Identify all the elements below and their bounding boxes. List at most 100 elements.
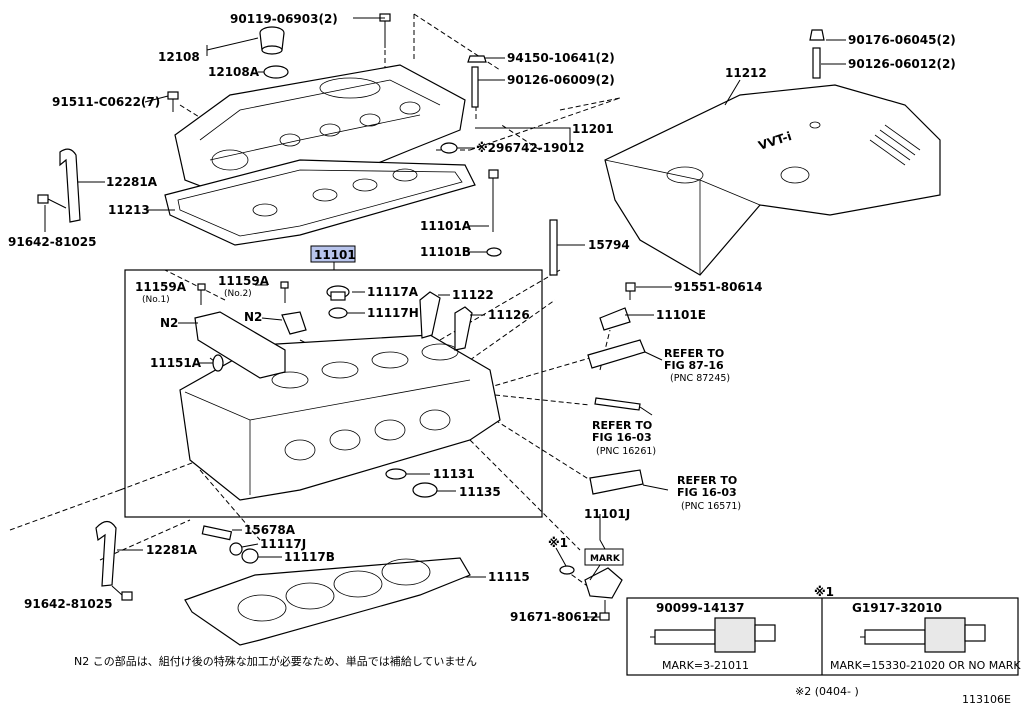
label-90126-06009: 90126-06009(2): [507, 73, 615, 87]
label-11101a: 11101A: [420, 219, 472, 233]
label-note1-marker: ※1: [548, 536, 568, 550]
bolt-91511[interactable]: [167, 91, 179, 112]
seal-11135[interactable]: [412, 482, 438, 498]
label-11159a-no1: 11159A: [135, 280, 187, 294]
oil-control-valve-11101j[interactable]: [584, 564, 623, 599]
bolt-91671[interactable]: [599, 600, 610, 621]
bolt-11159a-no2[interactable]: [280, 281, 289, 303]
ref-2-pnc: (PNC 16261): [596, 446, 656, 457]
o-ring-note1[interactable]: [559, 565, 575, 575]
label-11101: 11101: [314, 248, 356, 262]
bolt-90119[interactable]: [379, 13, 391, 48]
inset-right-mark: MARK=15330-21020 OR NO MARK: [830, 659, 1021, 672]
reference-16-03-a[interactable]: REFER TO FIG 16-03 (PNC 16261): [592, 419, 656, 457]
head-gasket-11115[interactable]: [184, 557, 471, 646]
ref-3-line2: FIG 16-03: [677, 486, 737, 499]
pipe-ref-16-03-a[interactable]: [594, 397, 641, 411]
stud-90126-06012[interactable]: [812, 47, 821, 79]
ref-2-line1: REFER TO: [592, 419, 652, 432]
footnote-n2: N2 この部品は、組付け後の特殊な加工が必要なため、単品では補給していません: [74, 654, 477, 668]
mark-badge-text: MARK: [590, 554, 621, 564]
ref-1-line2: FIG 87-16: [664, 359, 724, 372]
inset-left-part: 90099-14137: [656, 601, 744, 615]
sensor-11101e[interactable]: [599, 307, 631, 331]
hose-ref-87-16[interactable]: [587, 339, 646, 369]
bolt-11159a-no1[interactable]: [197, 283, 206, 305]
label-11126: 11126: [488, 308, 530, 322]
camshaft-bearing-cap-no2[interactable]: [281, 311, 307, 335]
stud-15794[interactable]: [549, 219, 558, 276]
ref-2-line2: FIG 16-03: [592, 431, 652, 444]
label-12108a: 12108A: [208, 65, 260, 79]
gasket-12108a[interactable]: [263, 65, 289, 79]
label-11101e: 11101E: [656, 308, 706, 322]
guide-11122[interactable]: [419, 291, 441, 339]
head-bolt-11101a[interactable]: [488, 169, 499, 232]
bolt-91642-bottom[interactable]: [111, 585, 133, 601]
washer-11101b[interactable]: [486, 247, 502, 257]
pin-11151a[interactable]: [212, 354, 224, 372]
oil-filler-cap-12108[interactable]: [259, 26, 285, 55]
label-90119-06903: 90119-06903(2): [230, 12, 338, 26]
engine-cover-11212[interactable]: VVT-i: [604, 84, 941, 276]
label-15794: 15794: [588, 238, 630, 252]
ring-11131[interactable]: [385, 468, 407, 480]
label-11117a: 11117A: [367, 285, 419, 299]
label-11159a-no2-sub: (No.2): [224, 289, 252, 299]
mark-badge: [584, 548, 624, 566]
plug-11117b[interactable]: [241, 548, 259, 564]
reference-16-03-b[interactable]: REFER TO FIG 16-03 (PNC 16571): [677, 474, 741, 512]
label-n2-a: N2: [160, 316, 178, 330]
guide-11126[interactable]: [454, 306, 473, 351]
label-11159a-no1-sub: (No.1): [142, 295, 170, 305]
reference-87-16[interactable]: REFER TO FIG 87-16 (PNC 87245): [664, 347, 730, 384]
label-90176-06045: 90176-06045(2): [848, 33, 956, 47]
label-15678a: 15678A: [244, 523, 296, 537]
ocv-right-drawing: [860, 617, 986, 653]
label-11117h: 11117H: [367, 306, 419, 320]
label-11115: 11115: [488, 570, 530, 584]
part-labels: 90119-06903(2) 12108 12108A 91511-C0622(…: [8, 12, 956, 624]
footnote-note2: ※2 (0404- ): [795, 685, 859, 698]
stud-90126-06009[interactable]: [471, 66, 479, 108]
label-296742-19012: ※296742-19012: [476, 141, 585, 155]
label-11131: 11131: [433, 467, 475, 481]
label-91511-c0622: 91511-C0622(7): [52, 95, 160, 109]
label-11212: 11212: [725, 66, 767, 80]
ref-1-pnc: (PNC 87245): [670, 373, 730, 384]
label-11201: 11201: [572, 122, 614, 136]
bolt-91551[interactable]: [625, 282, 636, 300]
nut-90176[interactable]: [809, 29, 825, 41]
label-11213: 11213: [108, 203, 150, 217]
label-12281a-bottom: 12281A: [146, 543, 198, 557]
ref-3-pnc: (PNC 16571): [681, 501, 741, 512]
inset-right-part: G1917-32010: [852, 601, 942, 615]
inset-marker: ※1: [814, 585, 834, 599]
engine-hanger-12281a-bottom[interactable]: [95, 520, 117, 587]
ref-3-line1: REFER TO: [677, 474, 737, 487]
hose-ref-16-03-b[interactable]: [589, 469, 644, 495]
plug-11117a[interactable]: [326, 285, 350, 301]
dashed-guides: [9, 13, 621, 596]
diagram-id: 113106E: [962, 693, 1011, 706]
gasket-11117h[interactable]: [328, 307, 348, 319]
label-91671-80612: 91671-80612: [510, 610, 598, 624]
plug-15678a[interactable]: [201, 525, 233, 541]
inset-left-mark: MARK=3-21011: [662, 659, 749, 672]
label-91642-81025-top: 91642-81025: [8, 235, 96, 249]
label-11122: 11122: [452, 288, 494, 302]
engine-hanger-12281a-top[interactable]: [59, 148, 81, 223]
gasket-11117j[interactable]: [229, 542, 243, 556]
label-90126-06012: 90126-06012(2): [848, 57, 956, 71]
seal-296742[interactable]: [440, 142, 458, 154]
label-11151a: 11151A: [150, 356, 202, 370]
inset-variants: ※1 90099-14137 G1917-32010 MARK=3-21011 …: [626, 585, 1021, 676]
camshaft-bearing-cap-no1[interactable]: [194, 311, 286, 379]
highlight-11101[interactable]: [310, 245, 356, 263]
cover-gasket-11213[interactable]: [164, 159, 476, 246]
bolt-91642-top[interactable]: [37, 194, 67, 209]
nut-94150[interactable]: [467, 55, 487, 63]
label-12108: 12108: [158, 50, 200, 64]
